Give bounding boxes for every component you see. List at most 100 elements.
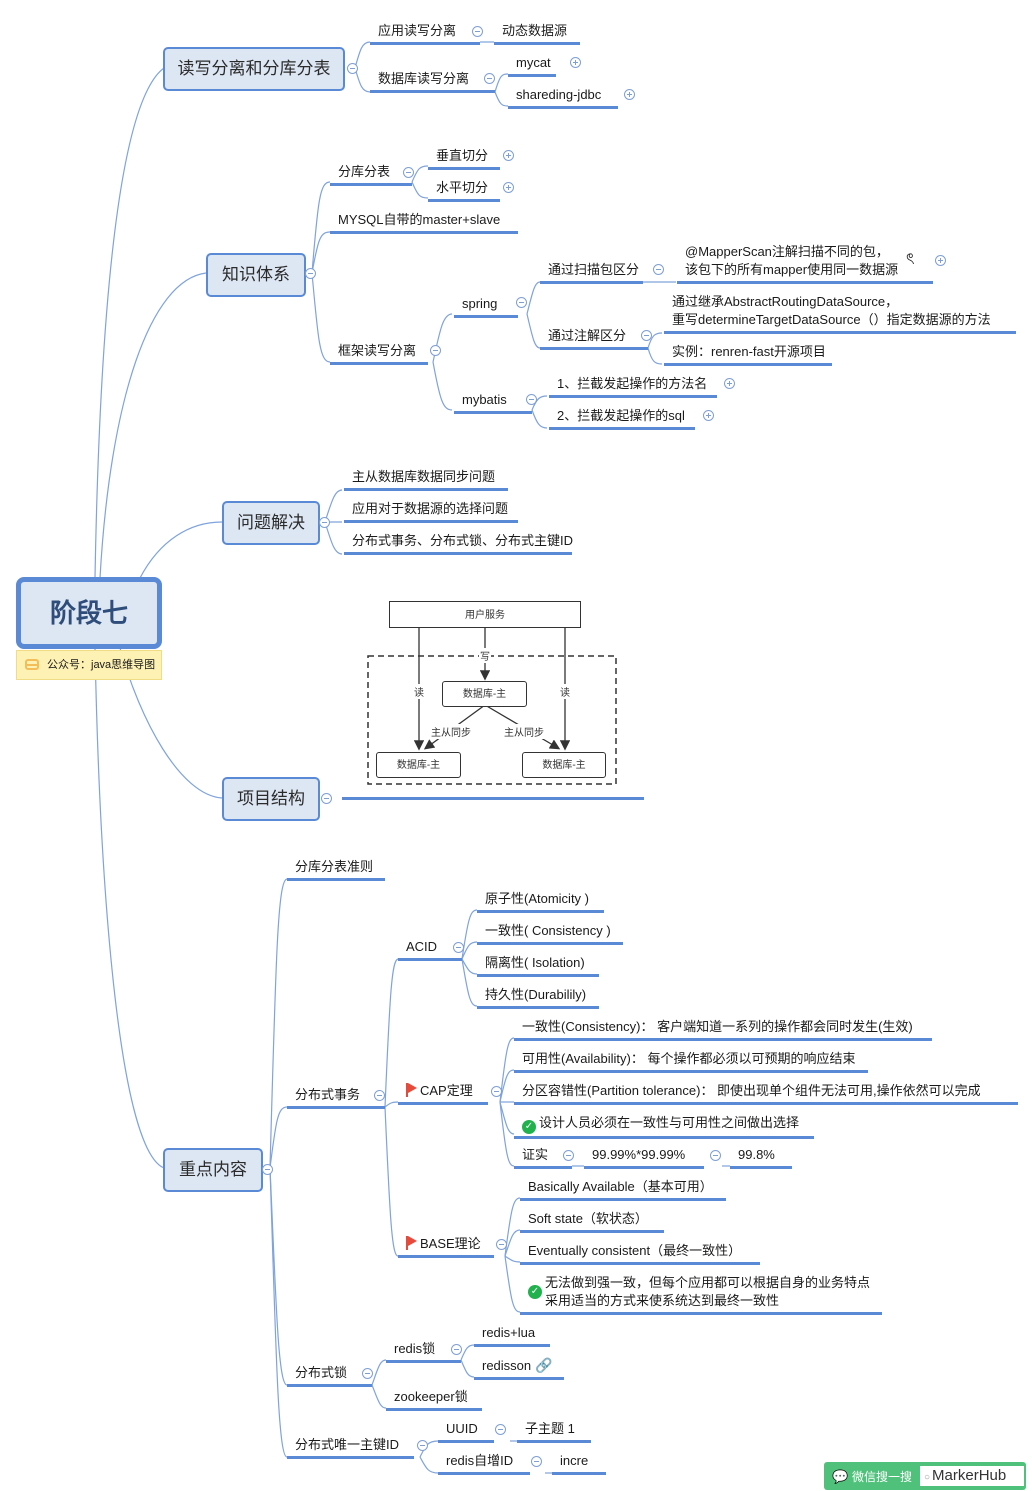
- root-note: 公众号：java思维导图: [16, 650, 163, 680]
- topic-incre[interactable]: incre: [552, 1452, 606, 1475]
- topic-intercept-method[interactable]: 1、拦截发起操作的方法名: [549, 375, 717, 398]
- flag-icon: [406, 1236, 417, 1250]
- topic-base[interactable]: BASE理论: [398, 1235, 494, 1258]
- topic-redis-incr-id[interactable]: redis自增ID: [438, 1452, 530, 1475]
- branch-knowledge[interactable]: 知识体系: [206, 253, 306, 297]
- topic-dist-lock[interactable]: 分布式锁: [287, 1364, 372, 1387]
- collapse-icon[interactable]: [496, 1239, 507, 1250]
- diagram-sync-label: 主从同步: [430, 724, 472, 739]
- topic-framework-rw[interactable]: 框架读写分离: [330, 342, 428, 365]
- branch-read-write-sharding[interactable]: 读写分离和分库分表: [163, 47, 345, 91]
- topic-intercept-sql[interactable]: 2、拦截发起操作的sql: [549, 407, 695, 430]
- topic-acid[interactable]: ACID: [398, 938, 462, 961]
- cap-item[interactable]: 分区容错性(Partition tolerance)： 即使出现单个组件无法可用…: [514, 1082, 1018, 1105]
- collapse-icon[interactable]: [362, 1368, 373, 1379]
- topic-zookeeper-lock[interactable]: zookeeper锁: [386, 1388, 482, 1411]
- collapse-icon[interactable]: [531, 1456, 542, 1467]
- check-icon: ✓: [528, 1285, 542, 1299]
- collapse-icon[interactable]: [305, 268, 316, 279]
- topic-sharding-rule[interactable]: 分库分表准则: [287, 858, 385, 881]
- topic-uuid[interactable]: UUID: [438, 1420, 494, 1443]
- search-icon: ○: [924, 1472, 931, 1483]
- topic-dynamic-ds[interactable]: 动态数据源: [494, 22, 580, 45]
- topic-mycat[interactable]: mycat: [508, 54, 556, 77]
- branch-project-structure[interactable]: 项目结构: [222, 777, 320, 821]
- collapse-icon[interactable]: [653, 264, 664, 275]
- collapse-icon[interactable]: [516, 297, 527, 308]
- collapse-icon[interactable]: [563, 1150, 574, 1161]
- note-icon: [25, 659, 39, 670]
- topic-mybatis[interactable]: mybatis: [454, 391, 532, 414]
- root-node[interactable]: 阶段七: [16, 577, 162, 649]
- topic-proof[interactable]: 证实: [514, 1146, 572, 1169]
- topic-redis-lock[interactable]: redis锁: [386, 1340, 461, 1363]
- cap-item[interactable]: 一致性(Consistency)： 客户端知道一系列的操作都会同时发生(生效): [514, 1018, 932, 1041]
- topic-dist-tx[interactable]: 分布式事务: [287, 1086, 385, 1109]
- topic-dist-id[interactable]: 分布式唯一主键ID: [287, 1436, 414, 1459]
- collapse-icon[interactable]: [484, 73, 495, 84]
- collapse-icon[interactable]: [453, 942, 464, 953]
- expand-icon[interactable]: [503, 182, 514, 193]
- topic-example[interactable]: 实例：renren-fast开源项目: [664, 343, 832, 366]
- collapse-icon[interactable]: [374, 1090, 385, 1101]
- expand-icon[interactable]: [703, 410, 714, 421]
- topic-sharding[interactable]: 分库分表: [330, 163, 412, 186]
- topic-cap[interactable]: CAP定理: [398, 1082, 488, 1105]
- flag-icon: [406, 1083, 417, 1097]
- collapse-icon[interactable]: [451, 1344, 462, 1355]
- expand-icon[interactable]: [935, 255, 946, 266]
- collapse-icon[interactable]: [641, 330, 652, 341]
- collapse-icon[interactable]: [403, 167, 414, 178]
- collapse-icon[interactable]: [262, 1164, 273, 1175]
- branch-problems[interactable]: 问题解决: [222, 501, 320, 545]
- collapse-icon[interactable]: [710, 1150, 721, 1161]
- collapse-icon[interactable]: [430, 345, 441, 356]
- topic-redis-lua[interactable]: redis+lua: [474, 1324, 550, 1347]
- topic-scan-desc[interactable]: @MapperScan注解扫描不同的包， 该包下的所有mapper使用同一数据源: [677, 243, 933, 284]
- cap-item[interactable]: 可用性(Availability)： 每个操作都必须以可预期的响应结束: [514, 1050, 868, 1073]
- acid-item[interactable]: 隔离性( Isolation): [477, 954, 599, 977]
- topic-horizontal[interactable]: 水平切分: [428, 179, 500, 202]
- collapse-icon[interactable]: [321, 793, 332, 804]
- expand-icon[interactable]: [503, 150, 514, 161]
- branch-key-content[interactable]: 重点内容: [163, 1148, 263, 1192]
- base-check-note[interactable]: ✓无法做到强一致，但每个应用都可以根据自身的业务特点 采用适当的方式来使系统达到…: [520, 1274, 882, 1315]
- base-item[interactable]: Soft state（软状态）: [520, 1210, 664, 1233]
- expand-icon[interactable]: [570, 57, 581, 68]
- acid-item[interactable]: 持久性(Durabilily): [477, 986, 599, 1009]
- topic-redisson[interactable]: redisson🔗: [474, 1356, 564, 1380]
- collapse-icon[interactable]: [319, 517, 330, 528]
- topic-annotation[interactable]: 通过注解区分: [540, 327, 648, 350]
- topic-scan-package[interactable]: 通过扫描包区分: [540, 261, 643, 284]
- topic-annotation-desc[interactable]: 通过继承AbstractRoutingDataSource， 重写determi…: [664, 293, 1016, 334]
- base-item[interactable]: Eventually consistent（最终一致性）: [520, 1242, 760, 1265]
- diagram-write-label: 写: [479, 648, 491, 663]
- link-root-b5: [94, 647, 165, 1169]
- expand-icon[interactable]: [724, 378, 735, 389]
- collapse-icon[interactable]: [417, 1440, 428, 1451]
- hyperlink-icon[interactable]: 🔗: [535, 1357, 553, 1373]
- problem-item[interactable]: 应用对于数据源的选择问题: [344, 500, 518, 523]
- collapse-icon[interactable]: [495, 1424, 506, 1435]
- expand-icon[interactable]: [624, 89, 635, 100]
- base-item[interactable]: Basically Available（基本可用）: [520, 1178, 726, 1201]
- problem-item[interactable]: 分布式事务、分布式锁、分布式主键ID: [344, 532, 573, 555]
- topic-spring[interactable]: spring: [454, 295, 518, 318]
- cap-check-note[interactable]: ✓设计人员必须在一致性与可用性之间做出选择: [514, 1114, 814, 1139]
- collapse-icon[interactable]: [347, 63, 358, 74]
- collapse-icon[interactable]: [491, 1086, 502, 1097]
- collapse-icon[interactable]: [526, 394, 537, 405]
- topic-sharding-jdbc[interactable]: shareding-jdbc: [508, 86, 618, 109]
- topic-proof-calc[interactable]: 99.99%*99.99%: [584, 1146, 704, 1169]
- acid-item[interactable]: 原子性(Atomicity ): [477, 890, 604, 913]
- acid-item[interactable]: 一致性( Consistency ): [477, 922, 623, 945]
- collapse-icon[interactable]: [472, 26, 483, 37]
- topic-app-rw[interactable]: 应用读写分离: [370, 22, 480, 45]
- topic-mysql-master-slave[interactable]: MYSQL自带的master+slave: [330, 211, 518, 234]
- topic-proof-result[interactable]: 99.8%: [730, 1146, 792, 1169]
- problem-item[interactable]: 主从数据库数据同步问题: [344, 468, 508, 491]
- diagram-read-label: 读: [559, 684, 571, 699]
- topic-vertical[interactable]: 垂直切分: [428, 147, 500, 170]
- topic-subtopic[interactable]: 子主题 1: [517, 1420, 591, 1443]
- topic-db-rw[interactable]: 数据库读写分离: [370, 70, 495, 93]
